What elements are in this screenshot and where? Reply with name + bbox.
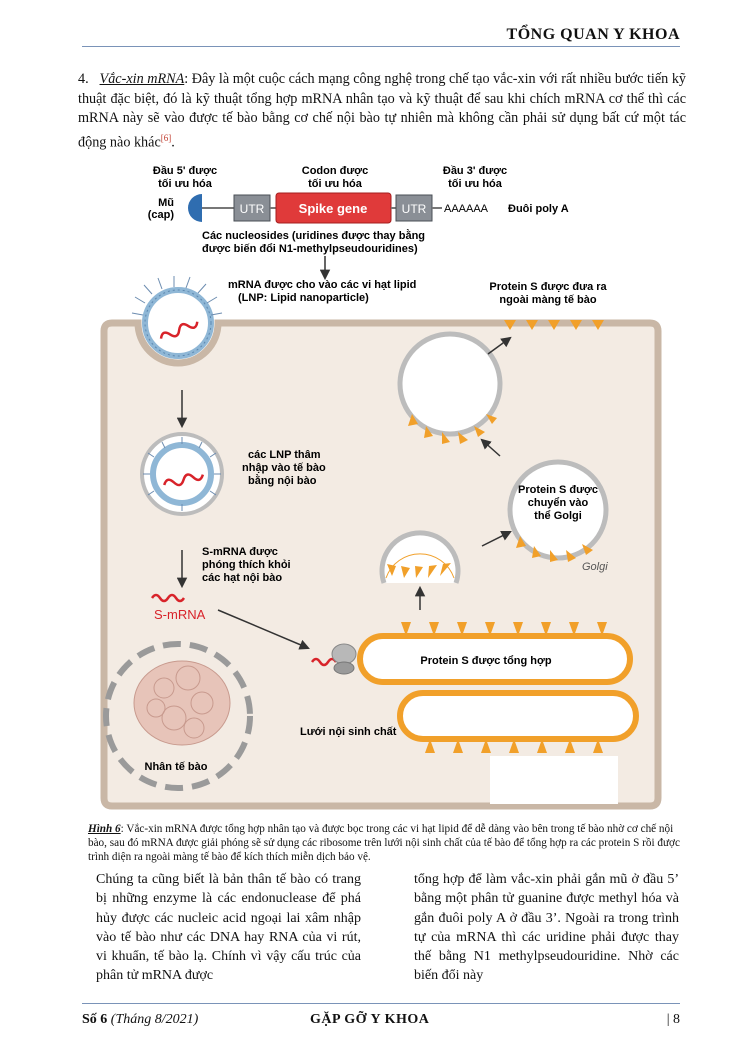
ribosome — [310, 643, 357, 675]
surface-label-1: Protein S được đưa ra — [489, 281, 607, 293]
issue-date: (Tháng 8/2021) — [110, 1012, 199, 1027]
nucleus — [103, 641, 253, 791]
page-number: | 8 — [666, 1012, 680, 1027]
page-header: TỔNG QUAN Y KHOA — [506, 26, 680, 43]
endosome-lnp — [140, 432, 224, 516]
list-number: 4. — [78, 71, 89, 87]
golgi-caption: Golgi — [582, 561, 608, 573]
entry-label-2: nhập vào tế bào — [242, 462, 326, 474]
polya-sequence: AAAAAA — [444, 203, 489, 215]
caption-label: Hình 6 — [88, 823, 121, 835]
utr-right-label: UTR — [402, 202, 427, 216]
release-label-3: các hạt nội bào — [202, 572, 282, 584]
arrow-to-ribosome — [217, 609, 310, 650]
figure-caption: Hình 6: Vắc-xin mRNA được tổng hợp nhân … — [88, 822, 686, 864]
codon-label-1: Codon được — [302, 165, 369, 177]
footer-divider — [82, 1003, 680, 1004]
nucleosides-label-2: được biến đổi N1-methylpseudouridines) — [202, 243, 418, 255]
arrow-to-export — [480, 438, 501, 457]
synthesis-label: Protein S được tổng hợp — [420, 655, 551, 667]
blank-patch — [490, 756, 618, 804]
header-divider — [82, 46, 680, 47]
footer-journal: GẶP GỠ Y KHOA — [310, 1012, 430, 1027]
endoplasmic-reticulum — [357, 633, 639, 742]
nucleus-label: Nhân tế bào — [145, 761, 208, 773]
issue-number: Số 6 — [82, 1012, 108, 1027]
intro-text: : Đây là một cuộc cách mạng công nghệ tr… — [78, 71, 687, 151]
intro-term: Vắc-xin mRNA — [99, 71, 185, 87]
cap5-label-1: Đầu 5' được — [153, 165, 217, 177]
release-label-2: phóng thích khỏi — [202, 559, 291, 571]
body-column-right: tổng hợp để làm vắc-xin phải gắn mũ ở đầ… — [414, 872, 679, 984]
export-vesicle — [397, 331, 503, 444]
er-proteins — [401, 622, 607, 753]
entry-label-1: các LNP thâm — [248, 449, 321, 461]
cap3-label-2: tối ưu hóa — [448, 178, 503, 190]
smrna-strand — [150, 593, 186, 603]
cap-label-1: Mũ — [158, 197, 174, 209]
golgi-label-3: thể Golgi — [534, 510, 582, 522]
spike-gene-label: Spike gene — [299, 201, 368, 216]
cap-shape — [188, 194, 202, 222]
caption-text: : Vắc-xin mRNA được tổng hợp nhân tạo và… — [88, 823, 680, 863]
golgi-vesicle — [507, 459, 609, 562]
utr-left-label: UTR — [240, 202, 265, 216]
transport-vesicle — [379, 530, 461, 584]
cap-label-2: (cap) — [148, 209, 175, 221]
lipid-nanoparticle-entering — [131, 276, 223, 359]
release-label-1: S-mRNA được — [202, 546, 278, 558]
intro-paragraph: 4. Vắc-xin mRNA: Đây là một cuộc cách mạ… — [78, 70, 686, 153]
golgi-label-2: chuyển vào — [528, 497, 589, 509]
surface-label-2: ngoài màng tế bào — [499, 294, 596, 306]
mrna-vaccine-figure: Đầu 5' được tối ưu hóa Codon được tối ưu… — [100, 165, 662, 810]
utr-right-box — [395, 194, 433, 222]
intro-end: . — [171, 134, 175, 151]
lnp-label-2: (LNP: Lipid nanoparticle) — [238, 292, 369, 304]
arrow-to-surface — [487, 336, 512, 355]
nucleosides-label-1: Các nucleosides (uridines được thay bằng — [202, 229, 425, 242]
er-label: Lưới nội sinh chất — [300, 726, 397, 738]
arrow-to-golgi — [481, 531, 512, 547]
reference-link[interactable]: [6] — [160, 132, 172, 143]
polya-tail-label: Đuôi poly A — [508, 203, 569, 215]
cap5-label-2: tối ưu hóa — [158, 178, 213, 190]
cap3-label-1: Đầu 3' được — [443, 165, 507, 177]
smrna-label: S-mRNA — [154, 607, 206, 622]
surface-proteins — [504, 320, 604, 330]
footer-issue: Số 6 (Tháng 8/2021) — [82, 1012, 198, 1028]
golgi-label-1: Protein S được — [518, 484, 598, 496]
body-column-left: Chúng ta cũng biết là bản thân tế bào có… — [96, 872, 361, 984]
lnp-label-1: mRNA được cho vào các vi hạt lipid — [228, 279, 416, 291]
codon-label-2: tối ưu hóa — [308, 178, 363, 190]
entry-label-3: bằng nội bào — [248, 474, 317, 487]
